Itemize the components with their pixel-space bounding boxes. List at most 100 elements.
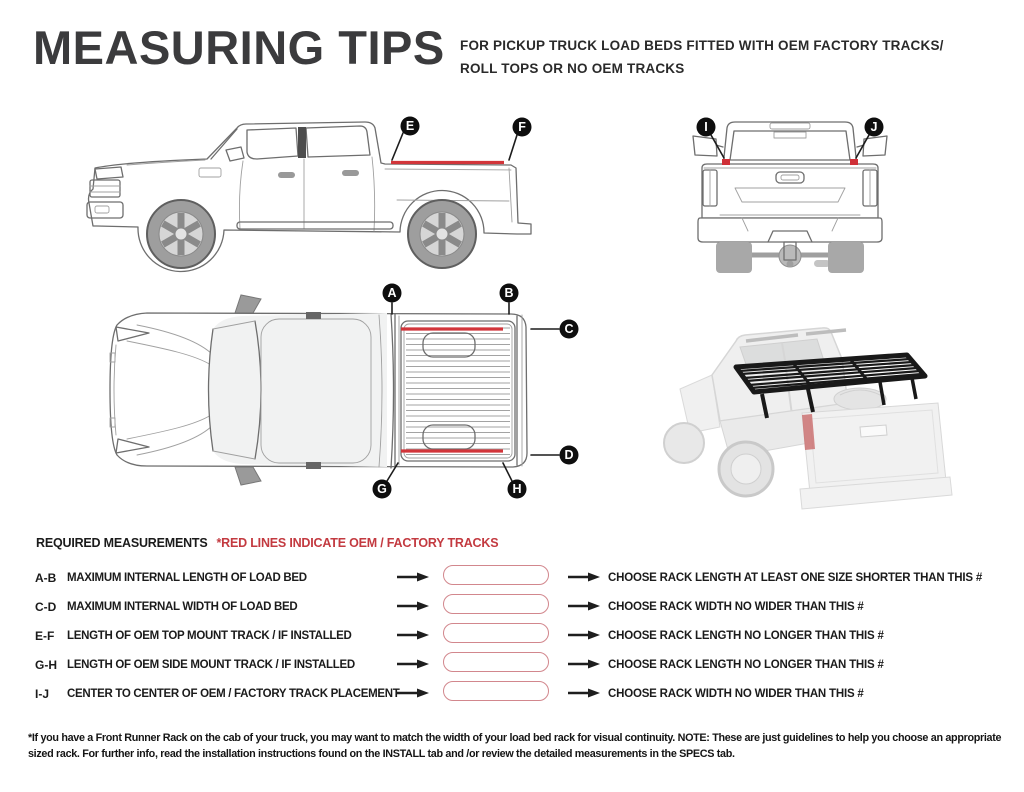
- measurement-recommendation: CHOOSE RACK WIDTH NO WIDER THAN THIS #: [608, 687, 864, 700]
- marker-b: B: [499, 283, 519, 303]
- marker-j-letter: J: [871, 120, 878, 134]
- measurement-row-ab: A-B MAXIMUM INTERNAL LENGTH OF LOAD BED …: [35, 563, 1020, 592]
- marker-i-leader: [710, 134, 725, 159]
- arrow-right-icon: [568, 569, 608, 587]
- front-bumper: [86, 201, 124, 219]
- roof-rails-ghost: [745, 328, 847, 343]
- hood-creases: [126, 324, 214, 456]
- measurement-id: E-F: [35, 628, 55, 643]
- right-wheel-mudflap: [828, 242, 864, 273]
- left-wheel-mudflap: [716, 242, 752, 273]
- measurement-id: A-B: [35, 570, 57, 585]
- tailgate-handle-ghost: [859, 424, 888, 438]
- measurement-row-gh: G-H LENGTH OF OEM SIDE MOUNT TRACK / IF …: [35, 650, 1020, 679]
- oem-track-red-dot-right: [850, 159, 858, 165]
- truck-top-view-diagram: A B C D G H: [103, 283, 583, 503]
- marker-g-letter: G: [377, 482, 387, 496]
- arrow-right-icon: [397, 627, 443, 645]
- marker-e-leader: [391, 132, 404, 161]
- red-lines-note: *RED LINES INDICATE OEM / FACTORY TRACKS: [216, 536, 499, 550]
- cab-roof-area: [208, 313, 387, 467]
- oem-track-red-dot-left: [722, 159, 730, 165]
- rear-view-truck-illustration: [692, 121, 888, 273]
- measurement-row-ef: E-F LENGTH OF OEM TOP MOUNT TRACK / IF I…: [35, 621, 1020, 650]
- measurement-description: CENTER TO CENTER OF OEM / FACTORY TRACK …: [67, 687, 400, 700]
- marker-j-leader: [855, 134, 870, 159]
- subtitle-line-1: FOR PICKUP TRUCK LOAD BEDS FITTED WITH O…: [460, 38, 944, 53]
- spare-tire-ghost: [833, 387, 887, 411]
- truck-rear-view-svg: I J: [692, 117, 888, 273]
- measurement-recommendation: CHOOSE RACK WIDTH NO WIDER THAN THIS #: [608, 600, 864, 613]
- fender-badge: [198, 167, 222, 178]
- brake-light: [769, 122, 811, 130]
- arrow-right-icon: [397, 656, 443, 674]
- marker-g: G: [372, 479, 392, 499]
- measurement-description: MAXIMUM INTERNAL WIDTH OF LOAD BED: [67, 600, 298, 613]
- marker-h-leader: [502, 462, 513, 482]
- fog-light: [94, 205, 110, 214]
- left-mirror: [692, 135, 718, 157]
- truck-render-svg: [663, 327, 953, 510]
- rack-legs: [760, 388, 815, 419]
- rack-cross-members: [791, 358, 870, 387]
- marker-i: I: [696, 117, 716, 137]
- truck-side-view-diagram: E F: [85, 108, 535, 278]
- marker-d-letter: D: [564, 448, 573, 462]
- measurement-input-field[interactable]: [443, 652, 549, 672]
- b-pillar: [298, 127, 306, 158]
- marker-h-letter: H: [512, 482, 521, 496]
- measurements-table: A-B MAXIMUM INTERNAL LENGTH OF LOAD BED …: [35, 563, 1020, 708]
- top-mirror-left: [234, 294, 262, 314]
- measurement-recommendation: CHOOSE RACK LENGTH NO LONGER THAN THIS #: [608, 658, 884, 671]
- tow-hitch: [783, 241, 797, 261]
- measurement-input-field[interactable]: [443, 681, 549, 701]
- measurement-input-field[interactable]: [443, 594, 549, 614]
- arrow-right-icon: [397, 569, 443, 587]
- b-pillar-mark-top: [306, 312, 321, 319]
- marker-b-letter: B: [504, 286, 513, 300]
- door-handle: [278, 172, 295, 178]
- grille: [89, 179, 121, 198]
- marker-d: D: [559, 445, 579, 465]
- page-subtitle: FOR PICKUP TRUCK LOAD BEDS FITTED WITH O…: [460, 34, 1000, 80]
- front-wheel-ghost: [663, 422, 705, 464]
- page-title: MEASURING TIPS: [33, 21, 445, 74]
- arrow-right-icon: [568, 627, 608, 645]
- wheel-well-bottom: [422, 424, 476, 450]
- exhaust: [814, 260, 830, 267]
- arrow-right-icon: [568, 598, 608, 616]
- marker-f: F: [512, 117, 532, 137]
- top-mirror-right: [234, 466, 262, 486]
- arrow-right-icon: [397, 598, 443, 616]
- measurement-id: C-D: [35, 599, 57, 614]
- section-title: REQUIRED MEASUREMENTS: [36, 536, 208, 550]
- top-view-truck-illustration: [109, 294, 528, 486]
- load-bed-outline: [400, 320, 516, 462]
- truck-with-rack-render: [650, 315, 980, 515]
- rear-window-line: [390, 313, 395, 469]
- headlights-top: [115, 326, 150, 454]
- side-mirror: [225, 146, 245, 162]
- measurement-recommendation: CHOOSE RACK LENGTH AT LEAST ONE SIZE SHO…: [608, 571, 983, 584]
- measurement-recommendation: CHOOSE RACK LENGTH NO LONGER THAN THIS #: [608, 629, 884, 642]
- door-handle: [342, 170, 359, 176]
- marker-f-leader: [508, 134, 518, 161]
- measurement-input-field[interactable]: [443, 623, 549, 643]
- b-pillar-mark-bottom: [306, 462, 321, 469]
- marker-g-leader: [386, 462, 399, 482]
- front-wheel: [146, 199, 216, 269]
- side-view-truck-illustration: [86, 121, 532, 273]
- marker-f-letter: F: [518, 120, 526, 134]
- marker-e-letter: E: [406, 119, 414, 133]
- marker-c: C: [559, 319, 579, 339]
- taillight-red: [802, 414, 815, 450]
- marker-c-letter: C: [564, 322, 573, 336]
- cab: [722, 121, 858, 168]
- bumper-ghost: [799, 476, 953, 510]
- marker-i-letter: I: [704, 120, 707, 134]
- marker-a: A: [382, 283, 402, 303]
- measurement-input-field[interactable]: [443, 565, 549, 585]
- rear-wheel: [407, 199, 477, 269]
- measurement-description: MAXIMUM INTERNAL LENGTH OF LOAD BED: [67, 571, 307, 584]
